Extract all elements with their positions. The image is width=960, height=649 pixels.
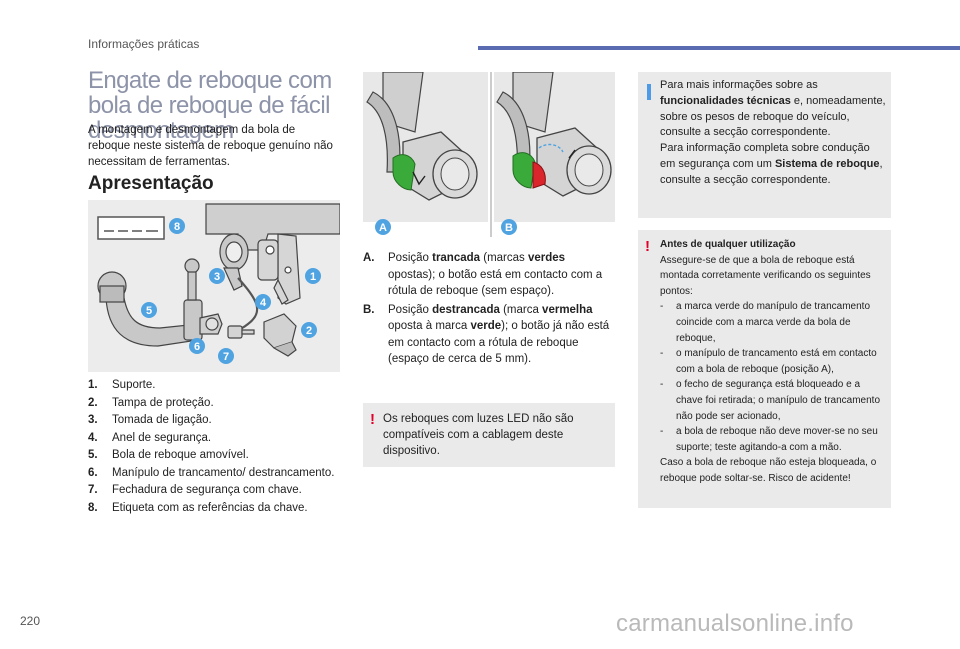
page-title: Engate de reboque com bola de reboque de… xyxy=(88,67,332,144)
svg-text:7: 7 xyxy=(223,351,229,363)
info-box: Para mais informações sobre as funcional… xyxy=(638,72,891,218)
list-item: 4.Anel de segurança. xyxy=(88,431,212,444)
callout-7: 7 xyxy=(218,348,234,364)
list-item: 3.Tomada de ligação. xyxy=(88,414,212,426)
exclamation-icon: ! xyxy=(645,238,650,255)
positions-list: A. Posição trancada (marcas verdes opost… xyxy=(363,250,615,370)
svg-text:1: 1 xyxy=(310,271,316,283)
socket xyxy=(219,233,249,291)
label-b-marker: B xyxy=(501,219,517,235)
info-text: Para mais informações sobre as funcional… xyxy=(660,79,886,186)
svg-text:4: 4 xyxy=(260,297,267,309)
warning-outro: Caso a bola de reboque não esteja bloque… xyxy=(660,457,877,484)
list-item: -a bola de reboque não deve mover-se no … xyxy=(660,426,878,453)
list-item: 2.Tampa de proteção. xyxy=(88,396,214,409)
callout-6: 6 xyxy=(189,338,205,354)
lock-key xyxy=(227,325,255,339)
lock-positions-figure: A B xyxy=(363,72,615,237)
list-item: 6.Manípulo de trancamento/ destrancament… xyxy=(88,466,335,479)
protective-cap xyxy=(263,313,297,357)
label-a-marker: A xyxy=(375,219,391,235)
callout-1: 1 xyxy=(305,268,321,284)
callout-4: 4 xyxy=(255,294,271,310)
callout-8: 8 xyxy=(169,218,185,234)
svg-text:5: 5 xyxy=(146,305,152,317)
svg-text:2: 2 xyxy=(306,325,312,337)
section-title: Informações práticas xyxy=(88,37,200,51)
list-item: B. Posição destrancada (marca vermelha o… xyxy=(363,303,610,366)
warning-heading: Antes de qualquer utilização xyxy=(660,239,796,250)
watermark: carmanualsonline.info xyxy=(616,610,854,637)
callout-3: 3 xyxy=(209,268,225,284)
svg-text:8: 8 xyxy=(174,221,180,233)
tow-hitch-exploded-figure: 8 3 1 4 5 2 6 7 xyxy=(88,200,340,372)
list-item: 7.Fechadura de segurança com chave. xyxy=(88,484,302,496)
callout-5: 5 xyxy=(141,302,157,318)
locked-position-illustration xyxy=(363,72,488,222)
svg-text:3: 3 xyxy=(214,271,220,283)
exclamation-icon: ! xyxy=(370,411,375,428)
list-item: -o fecho de segurança está bloqueado e a… xyxy=(660,379,881,422)
led-warning-text: Os reboques com luzes LED não são compat… xyxy=(383,413,574,457)
header-bar xyxy=(478,46,960,50)
intro-text: A montagem e desmontagem da bola de rebo… xyxy=(88,124,333,168)
warning-box: ! Antes de qualquer utilização Assegure-… xyxy=(638,230,891,508)
callout-2: 2 xyxy=(301,322,317,338)
warning-intro: Assegure-se de que a bola de reboque est… xyxy=(660,254,871,297)
list-item: -o manípulo de trancamento está em conta… xyxy=(660,348,877,375)
locking-handle xyxy=(199,313,223,335)
list-item: -a marca verde do manípulo de trancament… xyxy=(660,301,870,344)
svg-text:A: A xyxy=(379,222,387,234)
info-icon xyxy=(647,84,651,100)
svg-text:B: B xyxy=(505,222,513,234)
svg-text:6: 6 xyxy=(194,341,200,353)
tow-ball-bar xyxy=(97,258,203,347)
list-item: 5.Bola de reboque amovível. xyxy=(88,449,249,461)
page-number: 220 xyxy=(20,614,41,628)
warning-text: Antes de qualquer utilização Assegure-se… xyxy=(660,237,888,487)
section-subtitle: Apresentação xyxy=(88,173,214,194)
parts-list: 1.Suporte. 2.Tampa de proteção. 3.Tomada… xyxy=(88,377,348,517)
list-item: A. Posição trancada (marcas verdes opost… xyxy=(363,252,603,297)
key-label-tag xyxy=(97,216,165,240)
list-item: 8.Etiqueta com as referências da chave. xyxy=(88,501,308,514)
list-item: 1.Suporte. xyxy=(88,379,156,391)
unlocked-position-illustration xyxy=(494,72,615,222)
led-warning-box: ! Os reboques com luzes LED não são comp… xyxy=(363,403,615,467)
